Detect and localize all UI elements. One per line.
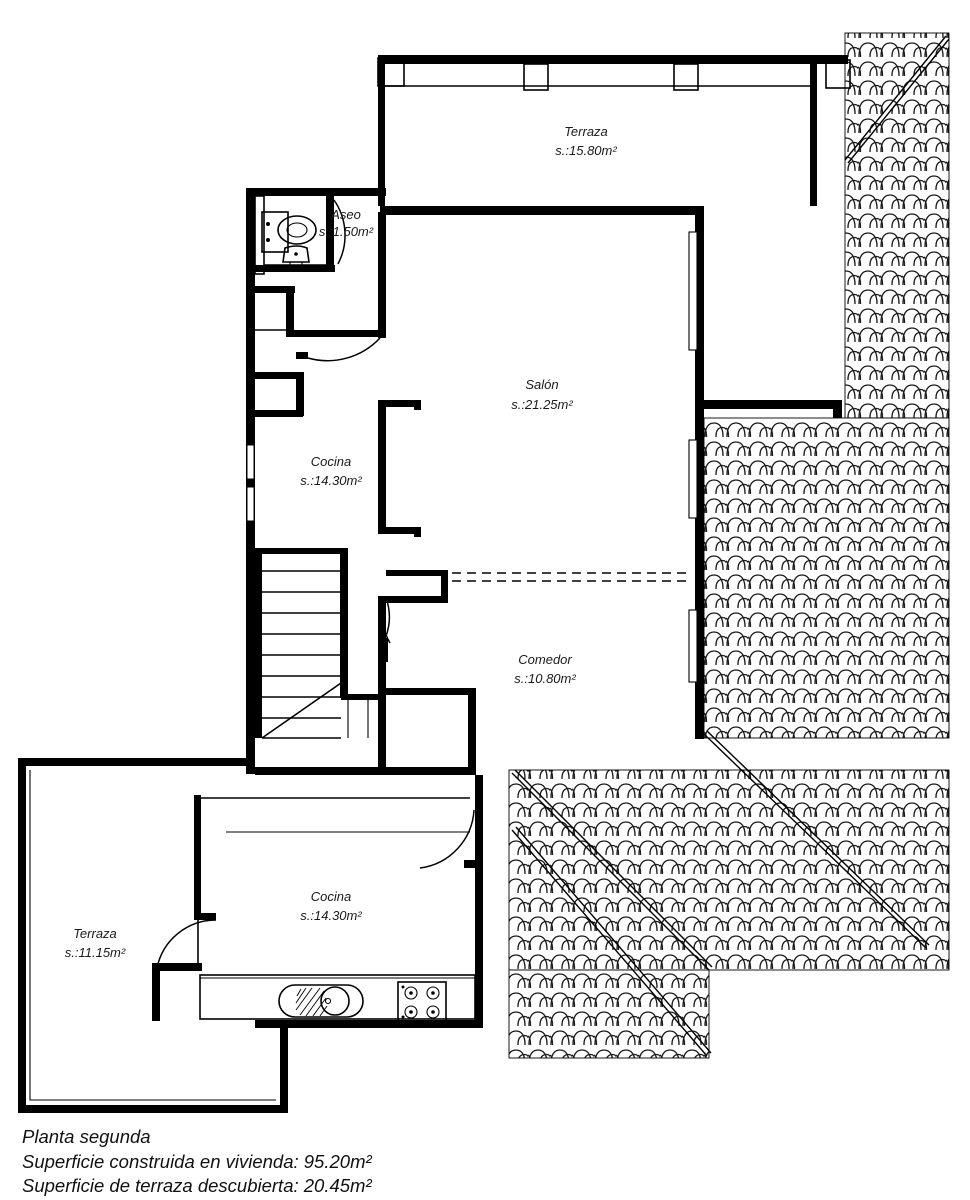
dwelling-walls: [18, 188, 842, 1113]
balcony-pillar-3: [673, 63, 699, 91]
wall-right-end-cap: [833, 400, 842, 418]
wall-left-upper: [246, 188, 255, 774]
room-label-terraza-inferior: Terraza: [73, 926, 117, 941]
wall-stair-left: [255, 548, 262, 738]
door-swings: [156, 199, 478, 969]
room-area-terraza-inferior: s.:11.15m²: [65, 945, 126, 960]
door-arc-corridor: [307, 337, 381, 362]
window-openings-left-wall: [246, 444, 255, 522]
wall-terrace-right: [280, 1028, 288, 1113]
roof-panel-lower: [509, 770, 949, 970]
stair-lower-run: [347, 700, 369, 738]
terraza-superior-structure: [377, 55, 851, 206]
cooktop-fixture: [397, 981, 447, 1023]
wall-mid-horizontal: [255, 767, 475, 775]
room-label-cocina-inferior: Cocina: [311, 889, 351, 904]
room-label-cocina-superior: Cocina: [311, 454, 351, 469]
room-label-comedor: Comedor: [518, 652, 572, 667]
wall-aseo-right: [326, 196, 334, 268]
caption-floor-name: Planta segunda: [22, 1126, 151, 1147]
tiled-roof-region: [508, 32, 950, 1059]
wall-stair-right: [340, 548, 348, 698]
room-label-terraza-superior: Terraza: [564, 124, 608, 139]
wall-cocina-top-right: [378, 400, 416, 407]
door-arc-terraza: [156, 919, 217, 969]
wall-stair-top: [255, 548, 347, 554]
wall-right-salon: [695, 206, 704, 406]
room-labels: Terraza s.:15.80m² Aseo s.:1.50m² Salón …: [65, 124, 618, 960]
wall-salon-spur-right: [695, 400, 840, 409]
roof-panel-lower-tail: [509, 970, 709, 1058]
wall-comedor-left-upper: [378, 600, 386, 654]
balcony-pillar-4: [825, 59, 851, 89]
terrace-top-rail: [378, 55, 848, 64]
roof-panel-upper-right: [845, 33, 949, 418]
aseo-fixtures: [261, 211, 317, 266]
wall-terrace-top: [18, 758, 246, 766]
kitchen-sink-fixture: [278, 984, 364, 1018]
room-label-aseo: Aseo: [330, 207, 361, 222]
stair-break-line: [261, 682, 342, 739]
room-area-terraza-superior: s.:15.80m²: [555, 143, 617, 158]
cocina-inferior-fixtures: [278, 981, 447, 1023]
kitchen-counter: [199, 974, 476, 1020]
door-arc-cocina-inferior: [419, 809, 475, 869]
wall-aseo-bottom: [255, 265, 335, 272]
wall-terrace-bottom: [18, 1105, 288, 1113]
door-arc-comedor: [385, 597, 391, 637]
wall-top-aseo: [246, 188, 386, 196]
wall-terrace-left: [18, 758, 26, 1113]
balcony-pillar-2: [523, 63, 549, 91]
wall-right-comedor: [695, 409, 704, 739]
room-label-salon: Salón: [525, 377, 558, 392]
sink-drainer-hatch: [295, 987, 328, 1017]
room-area-salon: s.:21.25m²: [511, 397, 573, 412]
plan-caption: Planta segunda Superficie construida en …: [22, 1126, 372, 1196]
wall-lower-bottom: [255, 1020, 483, 1028]
wall-corridor-right-jamb: [378, 212, 386, 338]
door-arc-aseo: [333, 199, 346, 265]
caption-built-area: Superficie construida en vivienda: 95.20…: [22, 1151, 372, 1172]
washbasin-fixture: [282, 245, 310, 263]
terrace-inner-line: [29, 770, 276, 1101]
caption-terrace-area: Superficie de terraza descubierta: 20.45…: [22, 1175, 372, 1196]
wall-aseo-left: [254, 195, 265, 275]
staircase-treads: [262, 570, 341, 739]
wall-top-salon: [380, 206, 700, 215]
sink-basin: [320, 986, 350, 1016]
bathtub-fixture: [261, 211, 289, 253]
roof-panel-right-main: [704, 418, 949, 738]
wall-comedor-left: [378, 653, 386, 773]
roof-ridge-lines: [511, 35, 950, 1057]
window-openings-right-wall: [688, 231, 698, 683]
wall-cocina-right: [378, 406, 386, 534]
toilet-fixture: [277, 215, 317, 245]
room-area-cocina-inferior: s.:14.30m²: [300, 908, 362, 923]
wall-lower-right: [475, 775, 483, 975]
room-area-aseo: s.:1.50m²: [319, 224, 374, 239]
wall-corridor-top: [286, 330, 382, 337]
room-area-cocina-superior: s.:14.30m²: [300, 473, 362, 488]
wall-comedor-bottom-left: [468, 690, 476, 775]
room-area-comedor: s.:10.80m²: [514, 671, 576, 686]
